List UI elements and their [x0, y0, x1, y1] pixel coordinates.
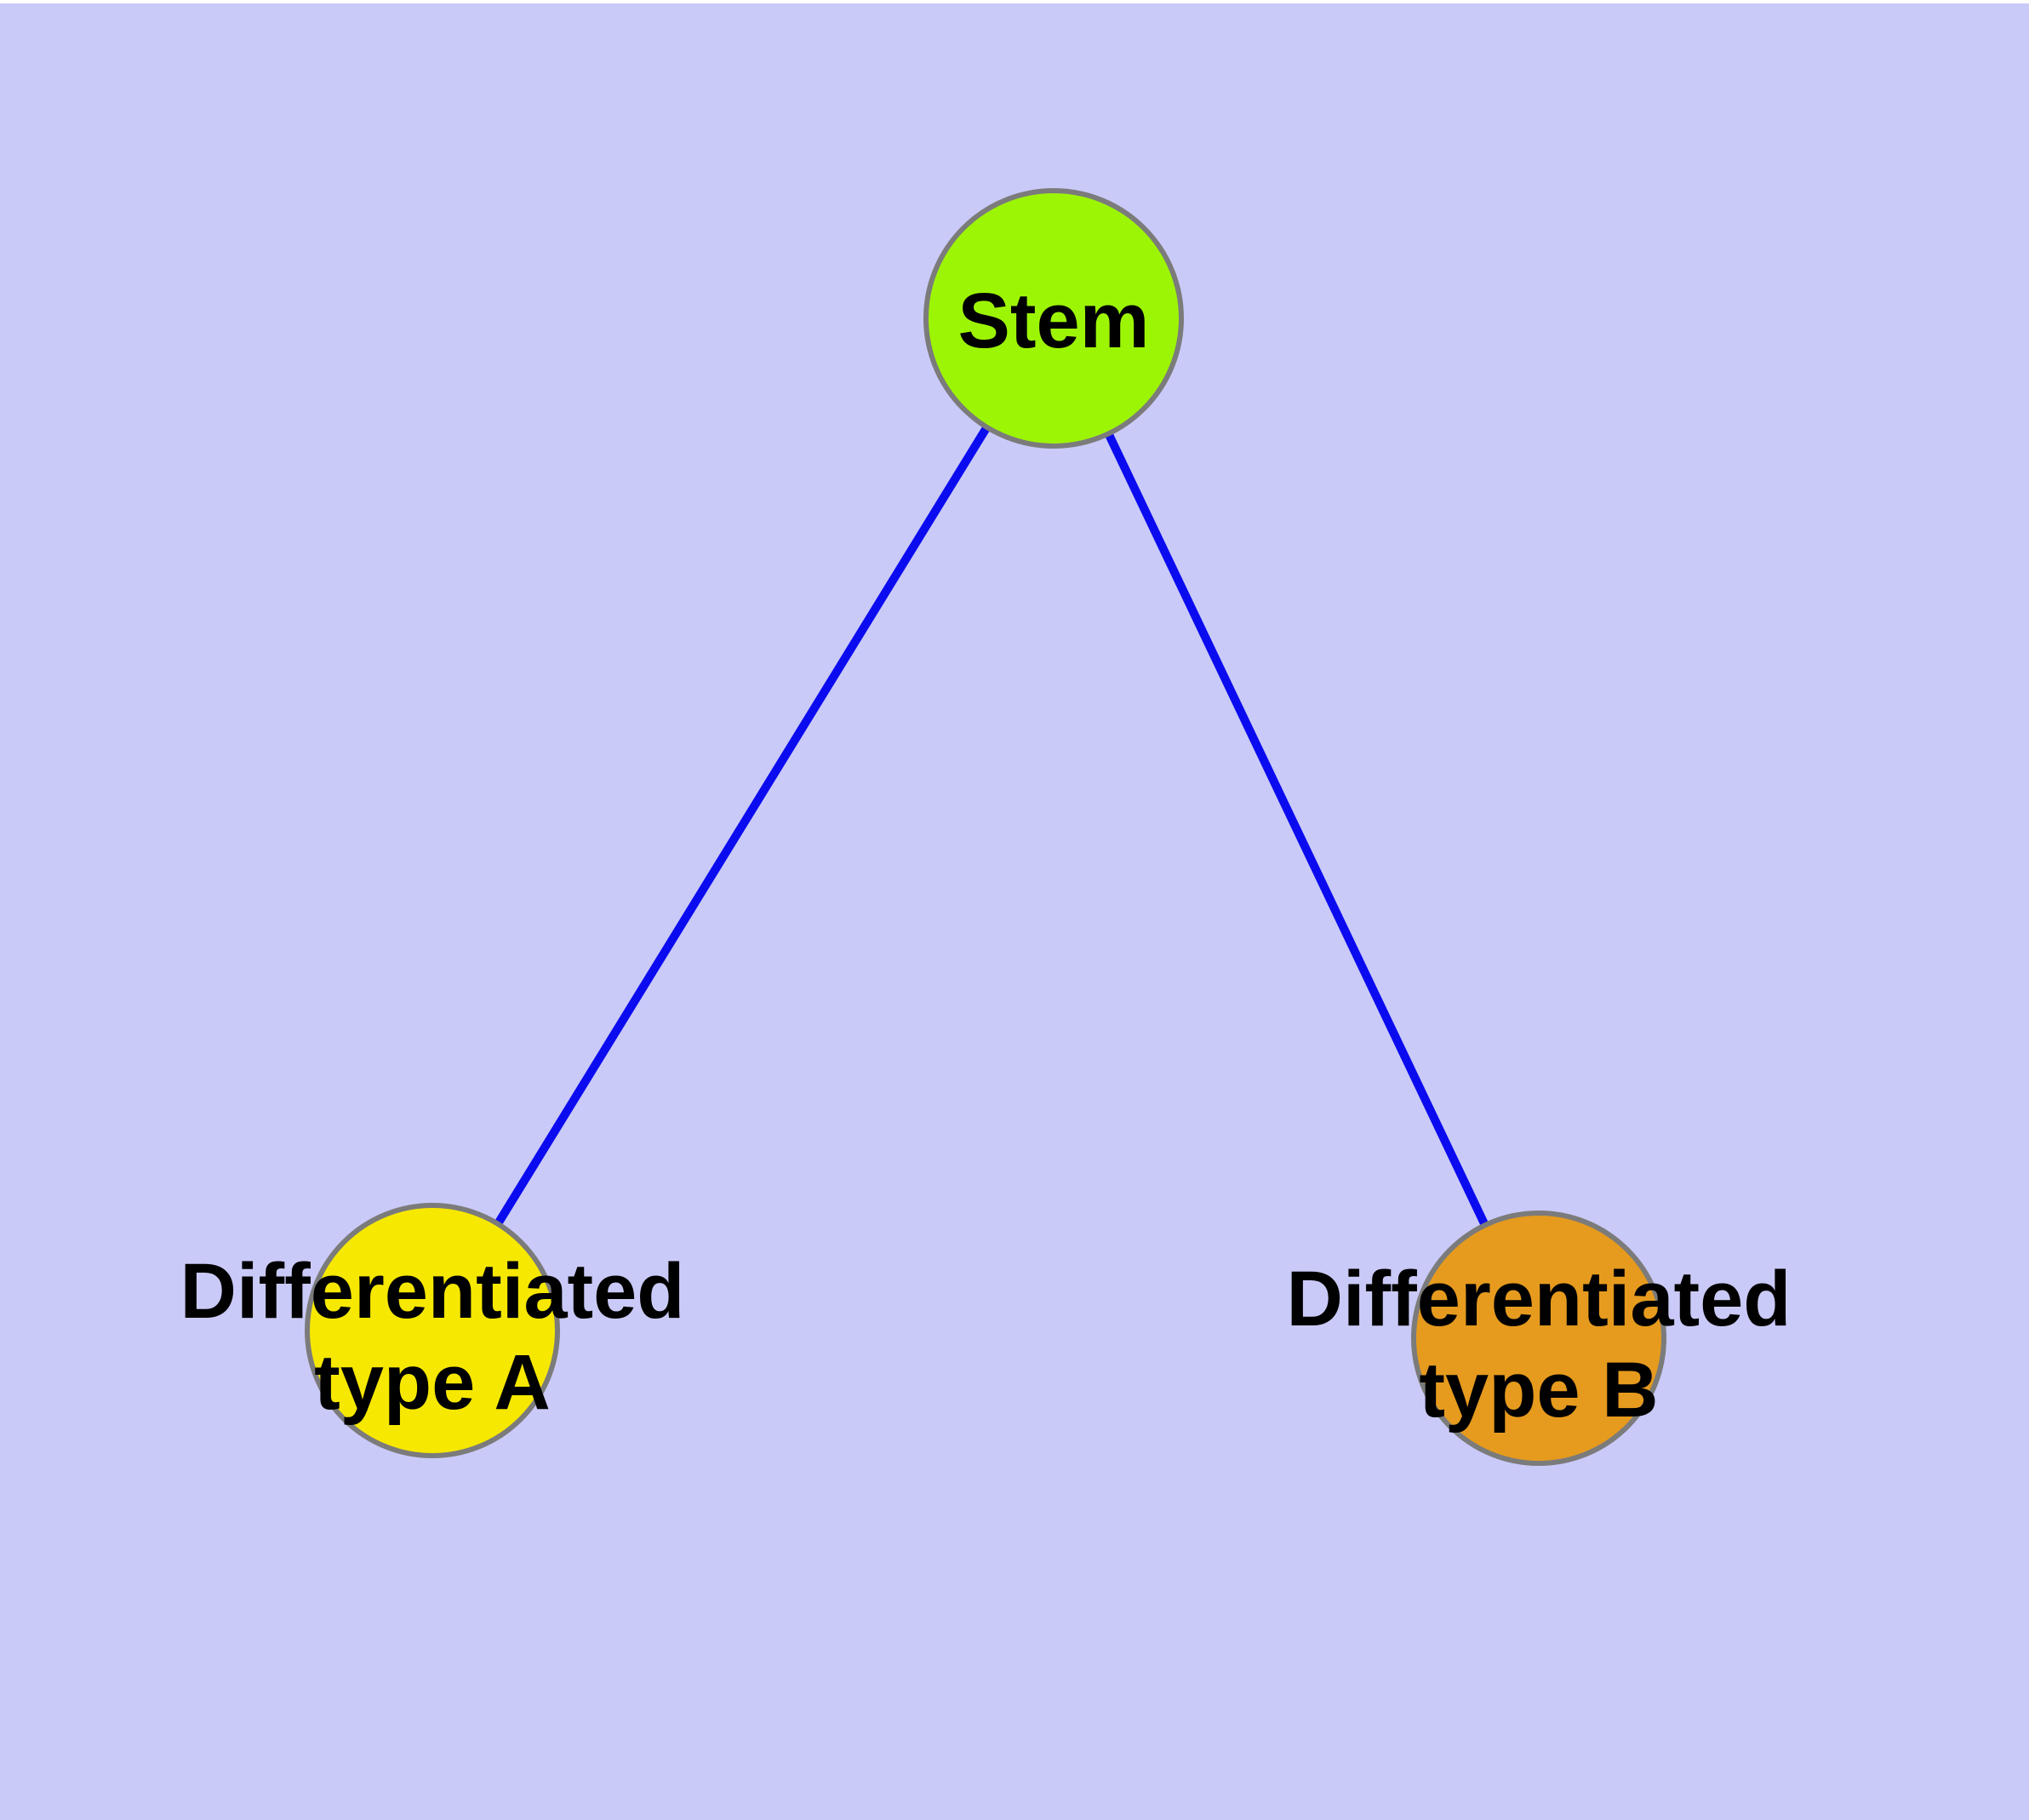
edge-stem-to-type-b — [1049, 316, 1543, 1341]
node-differentiated-type-b — [1411, 1210, 1666, 1466]
node-label-type-a-line2: type A — [314, 1339, 551, 1426]
node-label-type-b-line1: Differentiated — [1287, 1256, 1792, 1342]
node-differentiated-type-a — [305, 1203, 560, 1458]
edge-stem-to-type-a — [428, 316, 1058, 1333]
node-label-stem: Stem — [958, 278, 1150, 364]
node-label-type-a-line1: Differentiated — [180, 1248, 685, 1335]
node-stem — [923, 188, 1184, 449]
node-label-type-b-line2: type B — [1419, 1347, 1658, 1434]
